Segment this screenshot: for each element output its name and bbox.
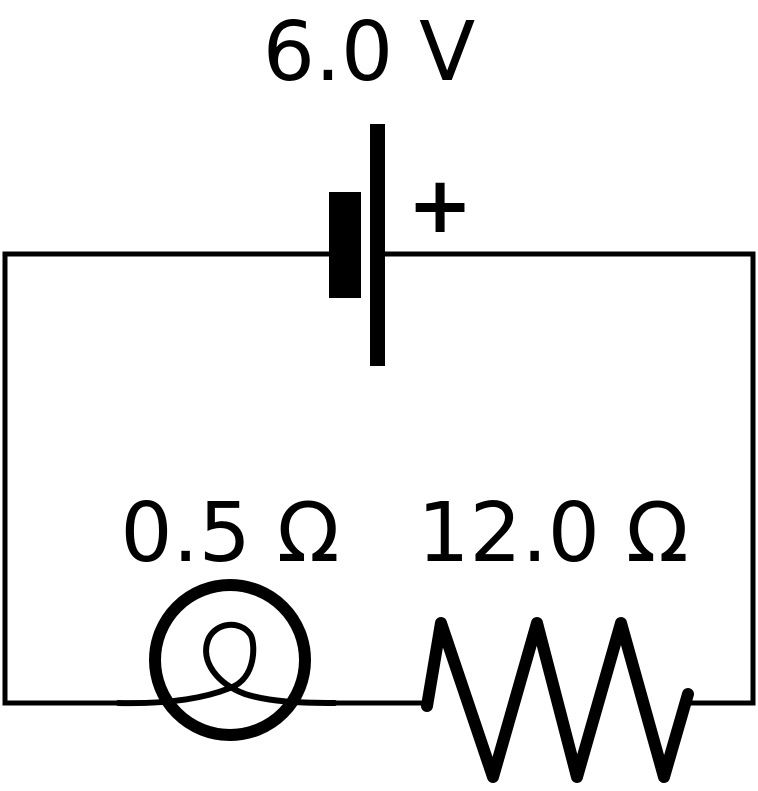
bulb-globe — [149, 579, 311, 741]
wire-top-left — [2, 251, 330, 706]
battery-negative-plate — [329, 192, 361, 298]
bulb-resistance-label: 0.5 Ω — [120, 486, 339, 581]
wire-top-right — [380, 251, 756, 706]
battery-voltage-label: 6.0 V — [263, 5, 476, 100]
resistor-zigzag — [421, 617, 694, 783]
bulb-filament-icon — [115, 622, 338, 707]
battery-polarity-label: + — [407, 161, 472, 251]
battery-cell — [329, 124, 385, 366]
bulb — [115, 579, 338, 741]
resistor-resistance-label: 12.0 Ω — [417, 486, 688, 581]
battery-positive-plate — [370, 124, 385, 366]
